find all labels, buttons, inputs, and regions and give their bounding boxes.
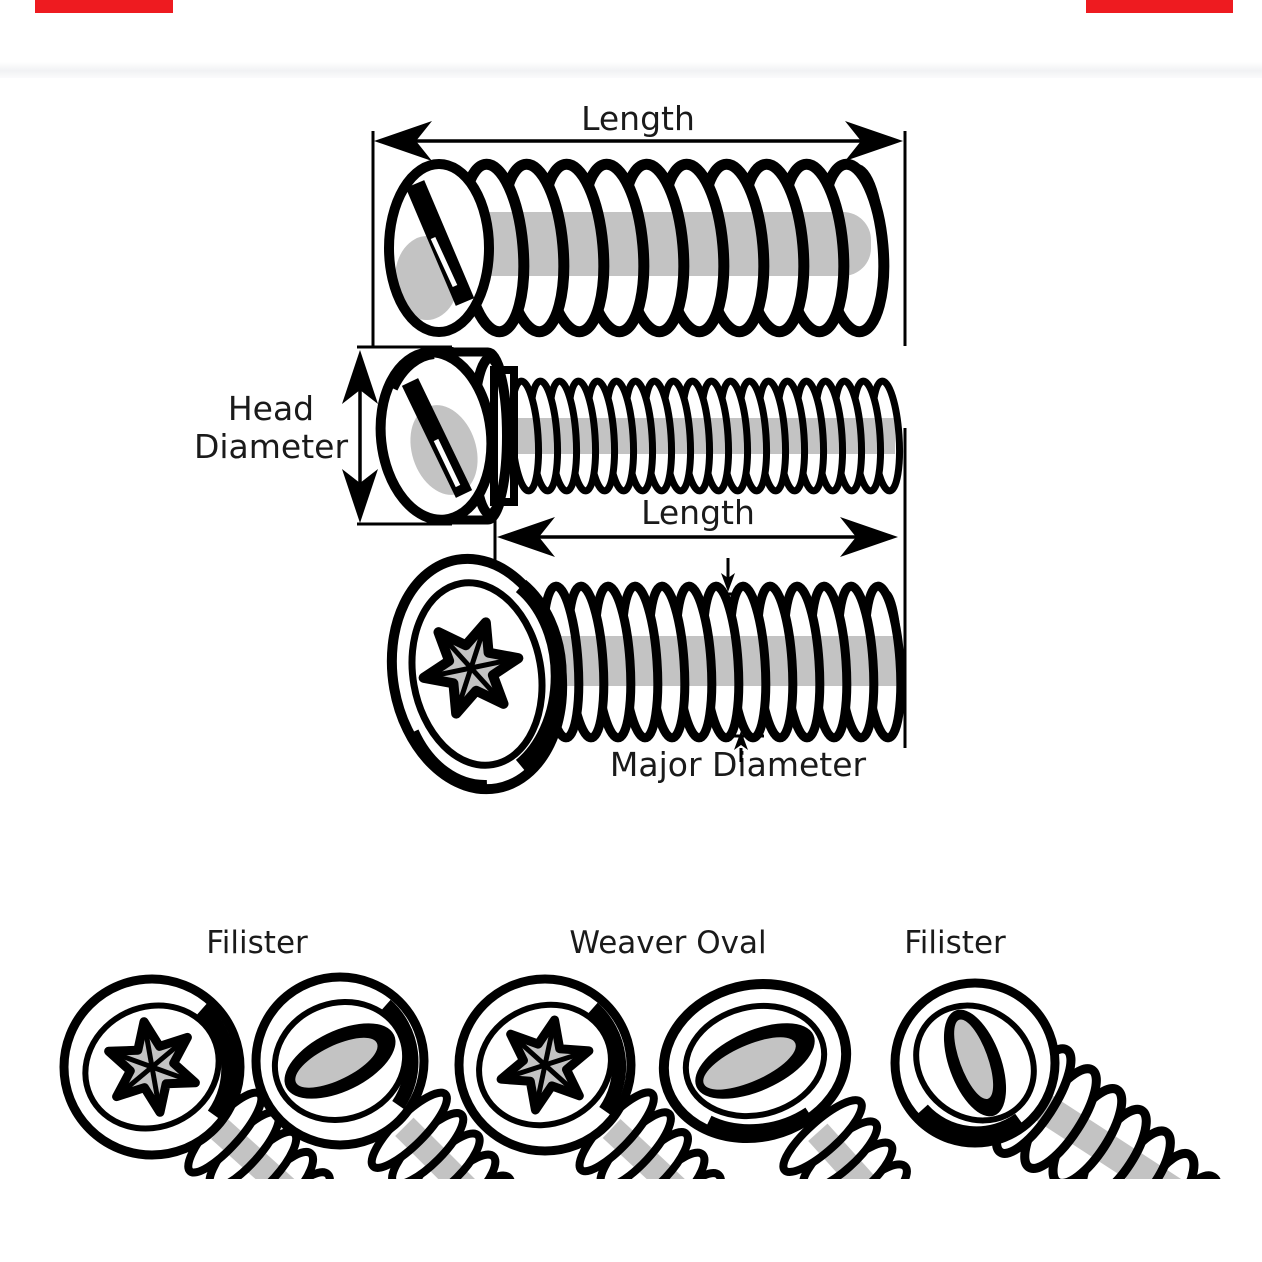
oval-torx-screw-head	[386, 553, 568, 795]
top-length-arrow	[371, 121, 907, 346]
red-banner-fragment-left	[35, 0, 173, 13]
torx-recess-icon	[496, 1015, 594, 1115]
red-banner-fragment-right	[1086, 0, 1233, 13]
top-length-label: Length	[581, 99, 695, 138]
slot-recess-icon	[284, 1023, 396, 1099]
screw-head-weaver-oval	[658, 978, 926, 1205]
set-screw-slotted-end	[384, 159, 494, 337]
head-diameter-label-line1: Head	[227, 389, 315, 428]
screw-head-types-row	[30, 972, 1230, 1205]
set-screw-illustration	[384, 158, 890, 338]
torx-recess-icon	[418, 617, 524, 719]
bottom-cutoff-mask	[30, 1179, 1230, 1205]
major-diameter-label: Major Diameter	[609, 745, 867, 784]
head-diameter-label-line2: Diameter	[193, 426, 349, 466]
torx-recess-icon	[104, 1017, 200, 1117]
head-type-label-filister-right: Filister	[904, 925, 1006, 961]
screw-head-torx-left	[59, 974, 334, 1205]
oval-torx-screw-illustration	[386, 553, 906, 795]
fillister-screw-head	[375, 347, 518, 525]
slot-recess-icon	[695, 1023, 815, 1099]
head-type-label-filister-left: Filister	[206, 925, 308, 961]
screw-head-slotted-threaded-right	[890, 978, 1223, 1205]
fillister-screw-illustration	[375, 347, 904, 525]
header-shadow-band	[0, 62, 1262, 78]
middle-length-label: Length	[641, 493, 755, 532]
head-type-label-weaver-oval: Weaver Oval	[569, 925, 767, 961]
slot-recess-icon	[943, 1009, 1007, 1117]
